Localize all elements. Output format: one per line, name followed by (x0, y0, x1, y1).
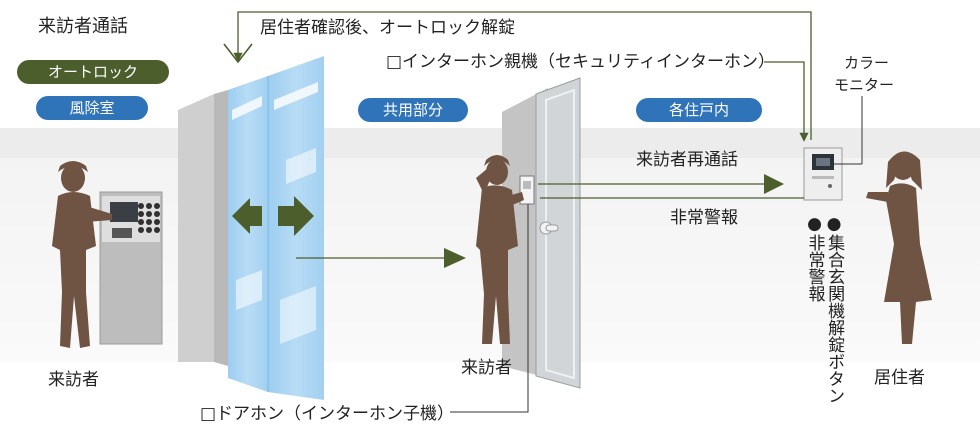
door-arrowhead (444, 248, 466, 268)
label-master-unit: □インターホン親機（セキュリティインターホン） (386, 52, 776, 72)
legend-emergency: ●非常警報 (804, 214, 825, 302)
buttons-legend: ●集合玄関機解錠ボタン ●非常警報 (804, 214, 845, 434)
label-visitor-left: 来訪者 (48, 370, 99, 390)
wall-panel-left (178, 94, 214, 362)
label-color-monitor-2: モニター (834, 76, 895, 94)
label-door-phone: □ドアホン（インターホン子機） (200, 404, 455, 424)
label-emergency: 非常警報 (670, 208, 738, 228)
badge-windbreak-room: 風除室 (36, 96, 148, 120)
label-recall: 来訪者再通話 (636, 150, 738, 170)
recall-arrowhead (764, 174, 784, 194)
diagram-heading: 来訪者通話 (38, 16, 128, 37)
label-color-monitor-1: カラー (844, 54, 890, 72)
flow-master-unit-line (764, 61, 809, 142)
label-resident: 居住者 (874, 368, 925, 388)
badge-common-area: 共用部分 (358, 98, 468, 122)
flow-autolock-line (233, 11, 812, 140)
visitor-middle-figure (476, 155, 524, 344)
visitor-left-figure (52, 161, 112, 348)
resident-figure (866, 151, 932, 344)
legend-unlock-button: ●集合玄関機解錠ボタン (824, 214, 845, 404)
label-visitor-middle: 来訪者 (461, 358, 512, 378)
door-arrow-right (278, 196, 314, 236)
badge-autolock: オートロック (17, 60, 169, 84)
label-top-flow: 居住者確認後、オートロック解錠 (260, 18, 515, 38)
door-arrow-left (232, 198, 262, 234)
badge-each-unit: 各住戸内 (636, 98, 762, 122)
wall-panel-left-face (214, 90, 228, 366)
door-phone-callout (450, 204, 529, 413)
glass-door-left (228, 76, 268, 392)
